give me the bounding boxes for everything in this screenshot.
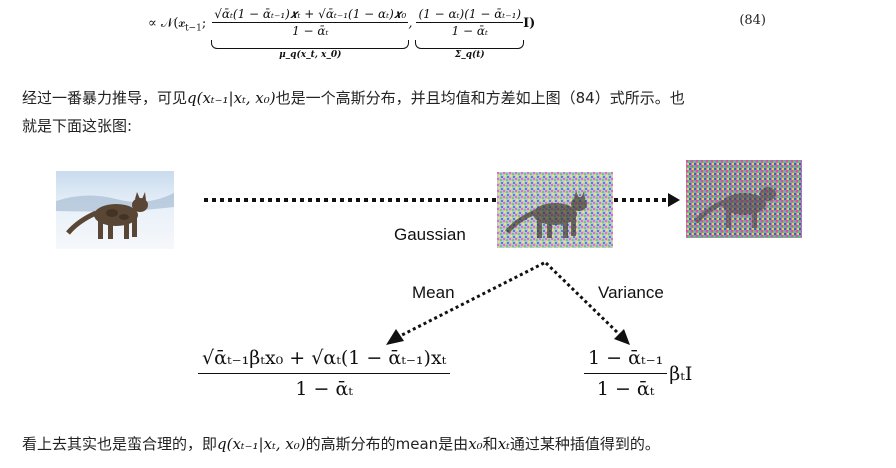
mean-formula-denominator: 1 − ᾱₜ xyxy=(295,378,353,400)
mean-denominator: 1 − ᾱₜ xyxy=(292,24,329,38)
variance-denominator: 1 − ᾱₜ xyxy=(451,24,488,38)
mean-arrow xyxy=(386,261,545,345)
inline-math: xₜ xyxy=(497,435,510,453)
noisy-cat-image xyxy=(497,172,613,248)
gaussian-label: Gaussian xyxy=(394,225,466,244)
paragraph-1: 经过一番暴力推导，可见q(xₜ₋₁|xₜ, x₀)也是一个高斯分布，并且均值和方… xyxy=(22,84,882,140)
clean-cat-image xyxy=(56,171,174,249)
variance-underbrace xyxy=(415,40,525,49)
variance-fraction: (1 − αₜ)(1 − ᾱₜ₋₁) 1 − ᾱₜ Σ_q(t) xyxy=(415,6,525,61)
paragraph-1-line-1: 经过一番暴力推导，可见q(xₜ₋₁|xₜ, x₀)也是一个高斯分布，并且均值和方… xyxy=(22,89,685,107)
mean-fraction: √ᾱₜ(1 − ᾱₜ₋₁)𝒙ₜ + √ᾱₜ₋₁(1 − αₜ)𝒙₀ 1 − ᾱₜ… xyxy=(211,6,410,61)
mean-formula-numerator: √ᾱₜ₋₁βₜx₀ + √αₜ(1 − ᾱₜ₋₁)xₜ xyxy=(198,343,451,374)
inline-math: x₀ xyxy=(468,435,483,453)
variance-formula-numerator: 1 − ᾱₜ₋₁ xyxy=(584,343,668,374)
equation-prefix: ∝ 𝒩(𝒙t−1; xyxy=(148,16,207,34)
mean-underbrace xyxy=(211,40,410,49)
inline-math: q(xₜ₋₁|xₜ, x₀) xyxy=(217,435,306,453)
very-noisy-cat-image xyxy=(686,160,802,238)
variance-label: Variance xyxy=(598,283,664,302)
forward-arrow-1 xyxy=(204,198,496,202)
variance-arrow xyxy=(544,261,630,345)
mean-underbrace-label: μ_q(x_t, x_0) xyxy=(279,50,342,60)
paragraph-1-line-2: 就是下面这张图: xyxy=(22,117,133,135)
inline-math: q(xₜ₋₁|xₜ, x₀) xyxy=(187,89,276,107)
mean-numerator: √ᾱₜ(1 − ᾱₜ₋₁)𝒙ₜ + √ᾱₜ₋₁(1 − αₜ)𝒙₀ xyxy=(212,7,409,23)
variance-formula-suffix: βₜI xyxy=(669,362,693,385)
equation-84: ∝ 𝒩(𝒙t−1; √ᾱₜ(1 − ᾱₜ₋₁)𝒙ₜ + √ᾱₜ₋₁(1 − αₜ… xyxy=(148,6,536,61)
paragraph-2: 看上去其实也是蛮合理的，即q(xₜ₋₁|xₜ, x₀)的高斯分布的mean是由x… xyxy=(22,435,660,453)
forward-arrow-2 xyxy=(614,193,680,207)
variance-formula-denominator: 1 − ᾱₜ xyxy=(596,378,655,400)
mean-formula: √ᾱₜ₋₁βₜx₀ + √αₜ(1 − ᾱₜ₋₁)xₜ 1 − ᾱₜ xyxy=(198,343,451,404)
variance-numerator: (1 − αₜ)(1 − ᾱₜ₋₁) xyxy=(416,7,524,23)
equation-number: (84) xyxy=(739,13,766,28)
variance-formula: 1 − ᾱₜ₋₁ 1 − ᾱₜ βₜI xyxy=(584,343,692,404)
mean-label: Mean xyxy=(412,283,455,302)
equation-suffix: I) xyxy=(523,16,536,31)
diffusion-figure: Gaussian Mean Variance √ᾱₜ₋₁βₜx₀ + √αₜ(1… xyxy=(0,155,896,425)
variance-underbrace-label: Σ_q(t) xyxy=(454,50,485,60)
